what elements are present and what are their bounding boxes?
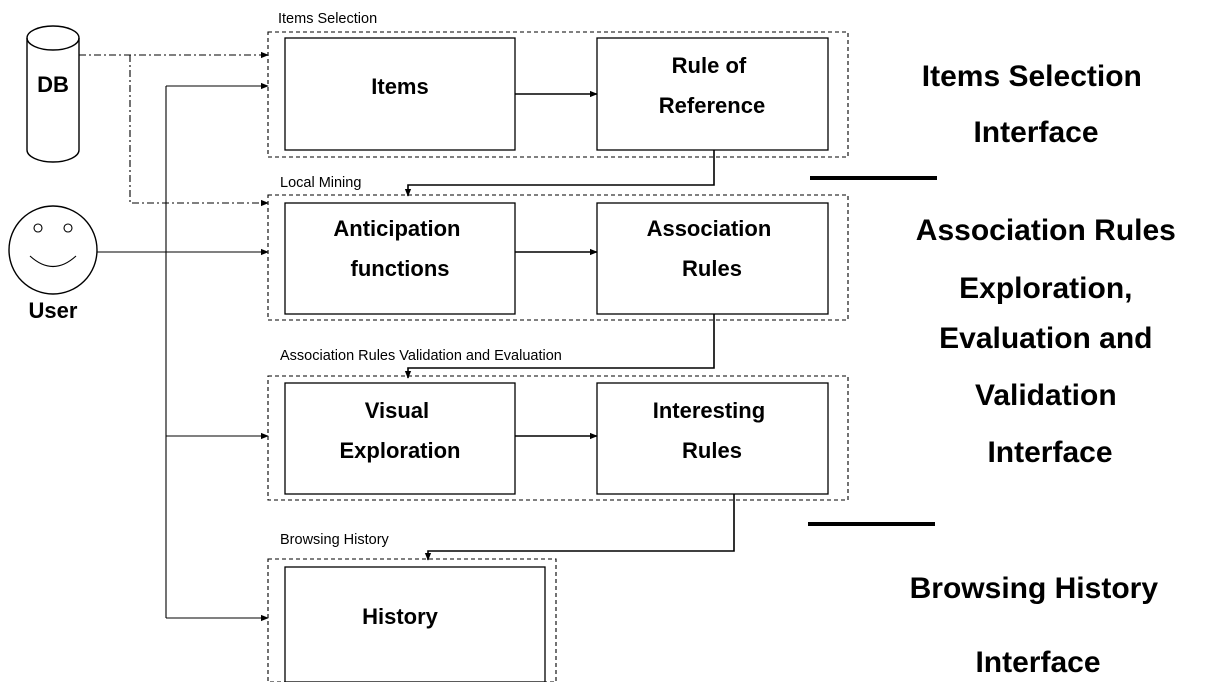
association-rules-label: Association Rules (647, 216, 778, 281)
items-box (284, 37, 516, 151)
group-local-mining (267, 194, 849, 321)
anticipation-functions-box (284, 202, 516, 315)
group-title-local-mining: Local Mining (280, 175, 361, 191)
db-label: DB (37, 72, 69, 97)
connector-interesting-to-browsing (424, 494, 735, 561)
group-browsing-history (267, 558, 557, 682)
interesting-rules-box (596, 382, 829, 495)
items-label: Items (371, 74, 428, 99)
browsing-history-interface-label: Browsing History Interface (910, 572, 1167, 679)
interesting-rules-label: Interesting Rules (653, 398, 772, 463)
visual-exploration-box (284, 382, 516, 495)
user-label: User (29, 298, 78, 323)
group-title-validation: Association Rules Validation and Evaluat… (280, 348, 562, 364)
association-rules-interface-label: Association Rules Exploration, Evaluatio… (916, 214, 1184, 469)
db-cylinder-icon (26, 25, 80, 163)
items-selection-interface-label: Items Selection Interface (922, 60, 1150, 149)
group-title-items-selection: Items Selection (278, 11, 377, 27)
connector-rule-to-local-mining (404, 150, 715, 197)
rule-of-reference-box (596, 37, 829, 151)
rule-of-reference-label: Rule of Reference (659, 53, 765, 118)
association-rules-box (596, 202, 829, 315)
visual-exploration-label: Visual Exploration (339, 398, 460, 463)
db-to-local-mining-connector (129, 55, 269, 207)
group-items-selection (267, 31, 849, 158)
anticipation-functions-label: Anticipation functions (333, 216, 466, 281)
group-title-browsing-history: Browsing History (280, 532, 390, 548)
connector-association-to-validation (404, 314, 715, 379)
history-label: History (362, 604, 439, 629)
user-smiley-icon (8, 205, 98, 295)
history-box (284, 566, 546, 682)
